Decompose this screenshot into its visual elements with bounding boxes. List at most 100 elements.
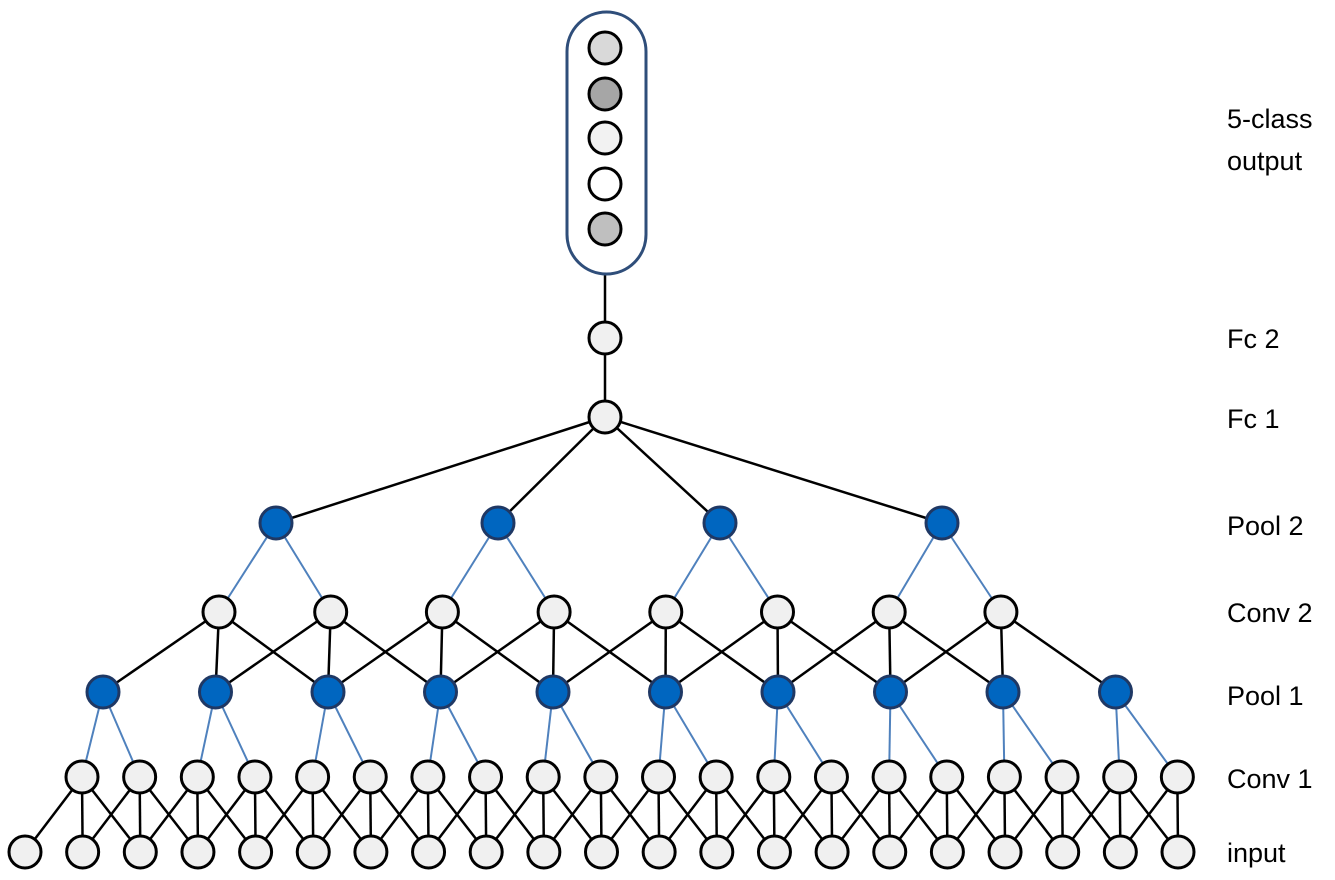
pool1-node [85, 674, 121, 710]
conv1-node [525, 759, 561, 795]
input-node [411, 834, 447, 870]
label-fc1: Fc 1 [1227, 404, 1280, 434]
input-node [180, 834, 216, 870]
conv1-node [986, 759, 1022, 795]
edge-conv1-pool1 [1114, 691, 1179, 778]
conv1-node [1102, 759, 1138, 795]
conv1-node [468, 759, 504, 795]
pool1-node [535, 674, 571, 710]
conv2-node [313, 594, 349, 630]
input-node [238, 834, 274, 870]
conv1-node [237, 759, 273, 795]
conv1-node [410, 759, 446, 795]
edge-pool2-fc1 [604, 415, 943, 525]
input-node [756, 834, 792, 870]
pool2-node [702, 505, 738, 541]
input-node [1045, 834, 1081, 870]
edge-pool1-conv2 [214, 610, 332, 694]
conv2-node [536, 594, 572, 630]
conv1-node [179, 759, 215, 795]
conv2-node [201, 594, 237, 630]
fc1-node [587, 399, 623, 435]
pool1-node [198, 674, 233, 710]
pool1-node [985, 674, 1021, 710]
output-node [587, 211, 623, 247]
conv1-node [64, 759, 100, 795]
edge-conv2-pool2 [497, 522, 555, 613]
conv2-node [424, 594, 460, 630]
edge-pool1-conv2 [552, 610, 667, 694]
label-pool1: Pool 1 [1227, 681, 1304, 711]
conv2-node [648, 594, 684, 630]
pool1-node [1098, 674, 1133, 710]
label-output-line1: 5-class [1227, 104, 1313, 134]
conv2-node [760, 594, 795, 630]
pool1-node [310, 674, 346, 710]
pool1-node [423, 674, 458, 710]
pool1-node [873, 674, 908, 710]
input-node [468, 834, 504, 870]
input-node [526, 834, 562, 870]
pool2-node [924, 505, 960, 541]
conv1-node [352, 759, 388, 795]
layer-labels: 5-class output Fc 2 Fc 1 Pool 2 Conv 2 P… [1227, 104, 1313, 868]
pool1-node [648, 674, 683, 710]
label-output-line2: output [1227, 146, 1303, 176]
pool2-node [480, 505, 516, 541]
conv1-node [122, 759, 158, 795]
edge-pool1-conv2 [327, 610, 444, 694]
conv1-node [583, 759, 619, 795]
edge-pool1-conv2 [777, 610, 890, 694]
input-node [872, 834, 908, 870]
edge-pool2-fc1 [604, 416, 721, 524]
label-input: input [1227, 838, 1286, 868]
output-node [587, 30, 623, 66]
edge-conv2-pool2 [218, 522, 277, 613]
conv1-node [871, 759, 907, 795]
conv1-node [929, 759, 965, 795]
fc2-node [587, 320, 623, 356]
output-node [587, 76, 623, 112]
label-conv2: Conv 2 [1227, 598, 1313, 628]
edge-pool1-conv2 [889, 610, 1002, 694]
conv1-node [1159, 759, 1195, 795]
pool2-node [258, 505, 294, 541]
label-pool2: Pool 2 [1227, 511, 1304, 541]
input-node [122, 834, 158, 870]
input-node [353, 834, 389, 870]
output-node [587, 120, 623, 156]
edge-pool2-fc1 [497, 416, 606, 524]
input-node [987, 834, 1023, 870]
conv1-node [813, 759, 849, 795]
nodes-layer [7, 30, 1196, 870]
label-conv1: Conv 1 [1227, 764, 1313, 794]
conv1-node [756, 759, 792, 795]
conv1-node [1044, 759, 1080, 795]
input-node [1160, 834, 1196, 870]
edge-conv2-pool2 [941, 522, 1002, 613]
edge-pool1-conv2 [664, 610, 779, 694]
edge-pool1-conv2 [102, 610, 220, 694]
edge-pool2-fc1 [275, 415, 606, 525]
conv1-node [295, 759, 331, 795]
conv2-node [871, 594, 907, 630]
edge-conv2-pool2 [719, 522, 779, 613]
pool1-node [760, 674, 796, 710]
output-container [565, 10, 648, 276]
input-node [814, 834, 850, 870]
input-node [295, 834, 331, 870]
input-node [1102, 834, 1138, 870]
edge-pool1-conv2 [439, 610, 555, 694]
input-node [65, 834, 101, 870]
input-node [7, 834, 43, 870]
edge-pool1-conv2 [1000, 610, 1117, 694]
input-node [699, 834, 735, 870]
conv1-node [641, 759, 676, 795]
input-node [641, 834, 677, 870]
input-node [929, 834, 965, 870]
conv2-node [983, 594, 1019, 630]
label-fc2: Fc 2 [1227, 324, 1280, 354]
output-node [587, 166, 623, 202]
input-node [584, 834, 619, 870]
